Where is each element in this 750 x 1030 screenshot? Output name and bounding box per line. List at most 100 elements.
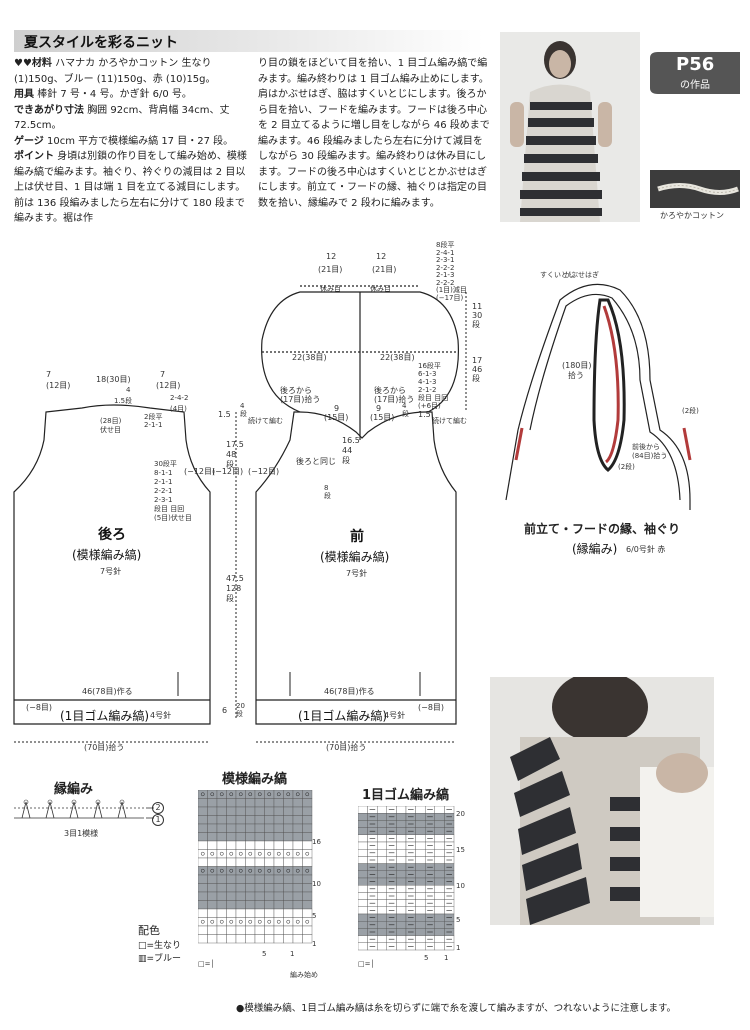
schematic-diagram [13, 283, 692, 743]
edging-label-5: 前後から [632, 443, 660, 451]
front-side-left: (−12目) [212, 467, 244, 476]
intro-right: り目の鎖をほどいて目を拾い、1 目ゴム編み縞で編みます。編み終わりは 1 目ゴム… [258, 58, 490, 209]
edging-label-6: (84目)拾う [632, 452, 668, 460]
front-needle: 7号針 [346, 569, 368, 578]
rib-col-5: 5 [424, 954, 429, 962]
legend-key-right: □=│ [358, 960, 375, 968]
dim-mid-2: (15目) [324, 413, 349, 422]
page-badge-sub: の作品 [680, 80, 710, 91]
dim-left-1: 1.5 [218, 410, 231, 419]
stitch-rib-title: 1目ゴム編み縞 [362, 788, 450, 803]
back-neck-8: (4目) [170, 405, 187, 413]
front-rib: (1目ゴム編み縞) [298, 709, 387, 723]
back-neck-4: 伏せ目 [100, 426, 121, 434]
edging-label-4: 拾う [568, 371, 584, 380]
dim-mid-4: (15目) [370, 413, 395, 422]
front-label: 前 [350, 529, 364, 545]
legend-title: 配色 [138, 924, 160, 937]
back-dim-top-2: (12目) [46, 381, 71, 390]
back-dim-top-5: (12目) [156, 381, 181, 390]
front-rib-needle: 4号針 [384, 711, 406, 720]
rib-row-5: 5 [456, 916, 461, 924]
front-pick-up: (70目)拾う [326, 743, 367, 752]
dim-mid-1: 9 [334, 404, 340, 413]
legend-key-left: □=│ [198, 960, 215, 968]
legend: 配色 □=生なり ▥=ブルー [138, 922, 181, 964]
back-neck-3: (28目) [100, 417, 122, 425]
stitch-edge-chart [14, 799, 154, 819]
hood-w-1: 22(38目) [292, 353, 327, 362]
dim-right-1: 1.5 [418, 410, 431, 419]
back-label: 後ろ [98, 527, 126, 543]
pattern-row-16: 16 [312, 838, 321, 846]
model-photo-top: P56 の作品 かろやかコットン [500, 32, 740, 222]
rib-row-20: 20 [456, 810, 465, 818]
dim-right-3: 続けて編む [432, 417, 467, 425]
back-dim-top-4: 7 [160, 370, 166, 379]
edging-label-3: (180目) [562, 361, 592, 370]
materials: ♥♥材料 ハマナカ かろやかコットン 生なり (1)150g、ブルー (11)1… [14, 58, 216, 85]
point: ポイント 身頃は別鎖の作り目をして編み始め、模様編み縞で編みます。袖ぐり、衿ぐり… [14, 151, 247, 224]
hood-pick-left: 後ろから(17目)拾う [280, 386, 321, 404]
dim-left-3: 続けて編む [248, 417, 283, 425]
rib-row-15: 15 [456, 846, 465, 854]
edge-row-2: 2 [152, 802, 164, 814]
page-title: 夏スタイルを彩るニット [24, 35, 178, 51]
title-bar: 夏スタイルを彩るニット [14, 30, 484, 52]
edging-label-8: (2段) [618, 463, 635, 471]
back-pick-up: (70目)拾う [84, 743, 125, 752]
back-rib-dec: (−8目) [26, 703, 53, 712]
pattern-row-1: 1 [312, 940, 317, 948]
edging-hook: 6/0号針 赤 [626, 545, 666, 554]
back-cast-on: 46(78目)作る [82, 687, 133, 696]
pattern-row-5: 5 [312, 912, 317, 920]
hood-pick-right: 後ろから(17目)拾う [374, 386, 415, 404]
dim-mid-3: 9 [376, 404, 382, 413]
pattern-start: 編み始め [290, 971, 318, 979]
page-badge: P56 [676, 54, 715, 75]
back-neck-5: 2段平 [144, 413, 163, 421]
legend-item-natural: □=生なり [138, 941, 182, 951]
rib-row-1: 1 [456, 944, 461, 952]
hood-top-w-2: (21目) [318, 265, 343, 274]
back-side-left: (−12目) [184, 467, 216, 476]
footer-note: ●模様編み縞、1目ゴム編み縞は糸を切らずに端で糸を渡して編みますが、つれないよう… [236, 1003, 677, 1014]
rib-row-10: 10 [456, 882, 465, 890]
front-side-right: (−12目) [248, 467, 280, 476]
front-same-as-back: 後ろと同じ [296, 457, 336, 466]
dim-rib-h-1: 6 [222, 706, 228, 715]
hood-top-w-4: (21目) [372, 265, 397, 274]
back-dim-top-3: 18(30目) [96, 375, 131, 384]
intro-left: ♥♥材料 ハマナカ かろやかコットン 生なり (1)150g、ブルー (11)1… [14, 56, 254, 227]
stitch-pattern-title: 模様編み縞 [222, 772, 288, 787]
pattern-row-10: 10 [312, 880, 321, 888]
back-neck-2: 1.5段 [114, 397, 133, 405]
rib-col-1: 1 [444, 954, 449, 962]
edging-label-2: かぶせはぎ [564, 271, 599, 279]
gauge: ゲージ 10cm 平方で模様編み縞 17 目・27 段。 [14, 135, 234, 147]
stitch-edge-title: 縁編み [54, 782, 94, 797]
edging-title: 前立て・フードの縁、袖ぐり [524, 522, 681, 536]
hood-top-w-3: 12 [376, 252, 387, 261]
back-neck-6: 2-1-1 [144, 421, 163, 429]
hood-w-2: 22(38目) [380, 353, 415, 362]
front-rib-dec: (−8目) [418, 703, 445, 712]
yarn-label: かろやかコットン [660, 211, 724, 220]
back-neck-7: 2-4-2 [170, 394, 189, 402]
stitch-rib-chart [358, 806, 455, 951]
pattern-col-1: 1 [290, 950, 295, 958]
stitch-edge-repeat: 3目1模様 [64, 829, 99, 838]
pattern-col-5: 5 [262, 950, 267, 958]
hood-top-w-1: 12 [326, 252, 337, 261]
hood-rest-1: 休み目 [320, 285, 341, 293]
edging-sub: (縁編み) [572, 542, 618, 556]
back-neck-1: 4 [126, 386, 131, 394]
legend-item-blue: ▥=ブルー [138, 954, 182, 964]
